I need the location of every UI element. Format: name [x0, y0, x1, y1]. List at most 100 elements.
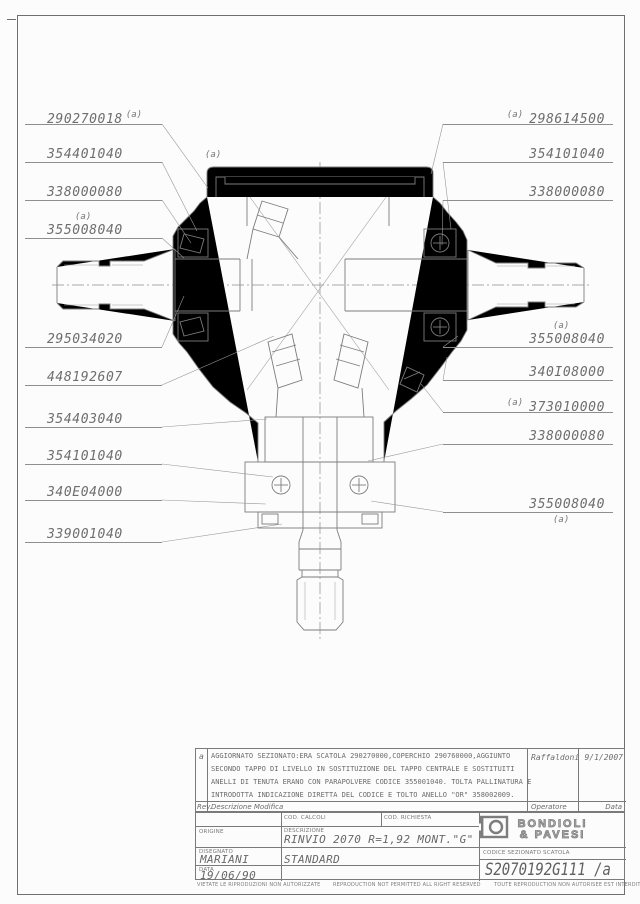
- revision-header-rev: Rev.: [197, 803, 212, 811]
- part-number: 338000080: [47, 185, 123, 200]
- revision-date: 9/1/2007: [584, 753, 623, 762]
- revision-letter: a: [199, 752, 204, 761]
- cod-calcoli-label: COD. CALCOLI: [284, 815, 326, 821]
- part-number: 355008040: [529, 497, 605, 512]
- copyright-french: TOUTE REPRODUCTION NON AUTORISEE EST INT…: [494, 882, 640, 888]
- part-number: 338000080: [529, 429, 605, 444]
- standard-value: STANDARD: [284, 853, 341, 866]
- part-callout: 354101040: [25, 450, 162, 465]
- table-divider: [479, 859, 626, 860]
- table-divider: [196, 826, 479, 827]
- revision-description-line: ANELLI DI TENUTA ERANO CON PARAPOLVERE C…: [211, 778, 532, 786]
- table-divider: [196, 801, 626, 802]
- codice-sezionato-label: CODICE SEZIONATO SCATOLA: [483, 850, 570, 856]
- origine-label: ORIGINE: [199, 829, 224, 835]
- revision-marker: (a): [553, 515, 570, 525]
- spline-lines: [64, 264, 575, 306]
- vertical-shaft-assembly: [244, 416, 396, 631]
- vertical-spline-lines: [304, 582, 336, 620]
- ball-bearings-right: [423, 228, 457, 342]
- company-logo-mark: [479, 815, 509, 839]
- part-callout: (a) 373010000: [443, 398, 613, 415]
- part-number: 338000080: [529, 185, 605, 200]
- logo-line1: BONDIOLI: [517, 818, 588, 830]
- part-callout: 354403040: [25, 413, 162, 428]
- part-callout: 290270018(a): [25, 110, 162, 127]
- table-divider: [578, 749, 579, 813]
- table-divider: [381, 813, 382, 826]
- cod-richiesta-label: COD. RICHIESTA: [384, 815, 432, 821]
- part-number: 354101040: [529, 147, 605, 162]
- horizontal-through-shaft: [56, 248, 585, 322]
- part-number: 354101040: [47, 449, 123, 464]
- part-number: 340I08000: [529, 365, 605, 380]
- revision-operator: Raffaldoni: [531, 753, 580, 762]
- part-callout: 339001040: [25, 528, 162, 543]
- drawing-description: RINVIO 2070 R=1,92 MONT."G": [284, 833, 474, 846]
- part-number: 290270018: [47, 112, 123, 127]
- part-number: 340E04000: [47, 485, 123, 500]
- part-number: 354403040: [47, 412, 123, 427]
- disegnato-label: DISEGNATO: [199, 849, 234, 855]
- part-callout: (a) 355008040: [25, 212, 162, 239]
- copyright-english: REPRODUCTION NOT PERMITTED ALL RIGHT RES…: [333, 882, 481, 888]
- section-annotation-a: (a): [205, 150, 222, 160]
- part-number: 373010000: [529, 400, 605, 415]
- drawing-code: S2070192G111 /a: [485, 860, 611, 880]
- drain-plug: [399, 366, 425, 393]
- revision-description: AGGIORNATO SEZIONATO:ERA SCATOLA 2902700…: [211, 750, 531, 802]
- part-callout: (a) 298614500: [443, 110, 613, 127]
- part-callout: 448192607: [25, 371, 162, 386]
- callout-leader-lines: [161, 123, 459, 543]
- part-callout: 338000080: [443, 430, 613, 445]
- revision-marker: (a): [506, 398, 524, 408]
- revision-header-description: Descrizione Modifica: [211, 803, 284, 811]
- bevel-gear-pair: [246, 200, 369, 418]
- revision-description-line: INTRODOTTA INDICAZIONE DIRETTA DEL CODIC…: [211, 791, 515, 799]
- revision-header-date: Data: [605, 803, 622, 811]
- part-number: 298614500: [529, 112, 605, 127]
- part-callout: 354101040: [443, 148, 613, 163]
- drafter-name: MARIANI: [200, 853, 250, 866]
- part-callout: 338000080: [25, 186, 162, 201]
- pitch-cone-construction-lines: [246, 192, 390, 391]
- revision-marker: (a): [75, 212, 92, 222]
- copyright-italian: VIETATE LE RIPRODUZIONI NON AUTORIZZATE: [197, 882, 321, 888]
- part-number: 448192607: [47, 370, 123, 385]
- title-block: COD. CALCOLI COD. RICHIESTA ORIGINE DESC…: [195, 812, 626, 882]
- part-callout: 295034020: [25, 333, 162, 348]
- part-callout: (a) 355008040: [443, 497, 613, 525]
- logo-line2: & PAVESI: [519, 829, 586, 841]
- revision-marker: (a): [553, 321, 570, 331]
- company-logo: BONDIOLI & PAVESI: [479, 815, 626, 845]
- part-number: 339001040: [47, 527, 123, 542]
- revision-table: a AGGIORNATO SEZIONATO:ERA SCATOLA 29027…: [195, 748, 626, 813]
- part-callout: 354401040: [25, 148, 162, 163]
- part-number: 355008040: [529, 332, 605, 347]
- revision-description-line: SECONDO TAPPO DI LIVELLO IN SOSTITUZIONE…: [211, 765, 515, 773]
- sheet-frame: [7, 15, 625, 895]
- gearbox-housing-outline: [172, 166, 468, 462]
- part-callout: (a) 355008040: [443, 321, 613, 348]
- table-divider: [207, 749, 208, 813]
- revision-header-operator: Operatore: [531, 803, 567, 811]
- part-number: 354401040: [47, 147, 123, 162]
- part-callout: 338000080: [443, 186, 613, 201]
- revision-marker: (a): [125, 110, 143, 120]
- part-number: 295034020: [47, 332, 123, 347]
- company-logo-text: BONDIOLI & PAVESI: [517, 818, 588, 841]
- taper-roller-bearings-left: [177, 228, 209, 342]
- table-divider: [196, 847, 626, 848]
- data-label: DATA: [199, 867, 214, 873]
- table-divider: [527, 749, 528, 813]
- descrizione-label: DESCRIZIONE: [284, 828, 324, 834]
- revision-description-line: AGGIORNATO SEZIONATO:ERA SCATOLA 2902700…: [211, 752, 511, 760]
- centerlines: [52, 162, 590, 640]
- drawing-date: 19/06/90: [200, 869, 257, 882]
- revision-marker: (a): [506, 110, 524, 120]
- table-divider: [196, 865, 479, 866]
- part-callout: 340E04000: [25, 486, 162, 501]
- part-callout: 340I08000: [443, 366, 613, 381]
